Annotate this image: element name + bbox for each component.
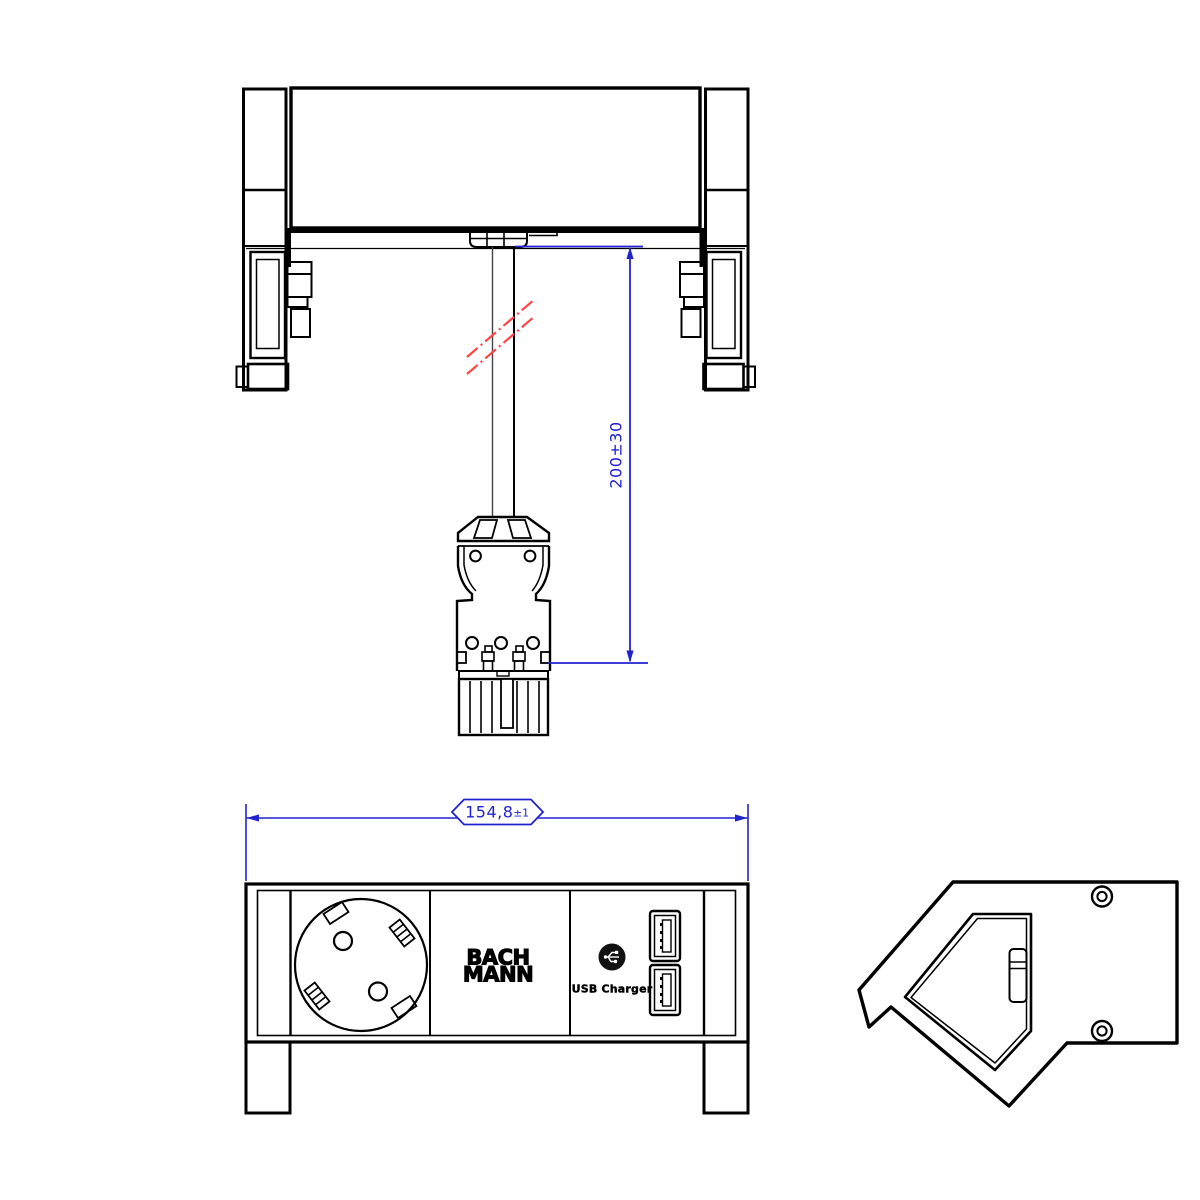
front-view: [244, 798, 750, 1115]
housing-body: [289, 86, 702, 230]
front-leg-right: [702, 1040, 750, 1115]
usb-port-bottom-icon: [648, 963, 682, 1017]
gst18-connector-icon: [455, 515, 552, 737]
usb-charger-label: USB Charger: [571, 982, 653, 996]
usb-port-top-icon: [648, 909, 682, 963]
side-profile-outline: [857, 880, 1179, 1108]
screw-bottom-icon: [1090, 1019, 1114, 1043]
front-leg-left: [244, 1040, 292, 1115]
usb-charger-module: [598, 909, 682, 1017]
brand-logo-line1: BACH: [466, 945, 531, 970]
power-cable-icon: [491, 247, 515, 518]
brand-logo: BACH MANN: [462, 945, 534, 986]
cable-break-marks-icon: [466, 298, 536, 375]
brand-logo-line2: MANN: [462, 962, 534, 986]
table-clamp-right-icon: [679, 87, 756, 392]
top-view: [235, 86, 756, 737]
dimension-cable-length: [515, 245, 648, 664]
cable-length-dimension-label: 200±30: [606, 421, 626, 489]
dimension-width: [245, 798, 749, 881]
cable-gland-icon: [469, 231, 558, 248]
table-clamp-left-icon: [235, 87, 313, 392]
dimension-frame-hexagon: [450, 798, 545, 826]
width-dimension-label: 154,8±1: [465, 803, 529, 822]
side-recess-inner: [910, 917, 1028, 1064]
usb-charger-icon: [598, 943, 626, 971]
schuko-socket-icon: [293, 897, 429, 1033]
width-dimension-value: 154,8: [465, 802, 514, 822]
mounting-clip-icon: [1008, 948, 1028, 1003]
housing-bottom-plate: [286, 228, 704, 233]
width-dimension-tolerance: ±1: [513, 807, 529, 820]
side-recess-outer: [903, 912, 1033, 1072]
front-plate: [256, 889, 737, 1037]
side-view: [857, 880, 1179, 1108]
front-housing: [244, 882, 750, 1044]
screw-top-icon: [1090, 885, 1114, 908]
